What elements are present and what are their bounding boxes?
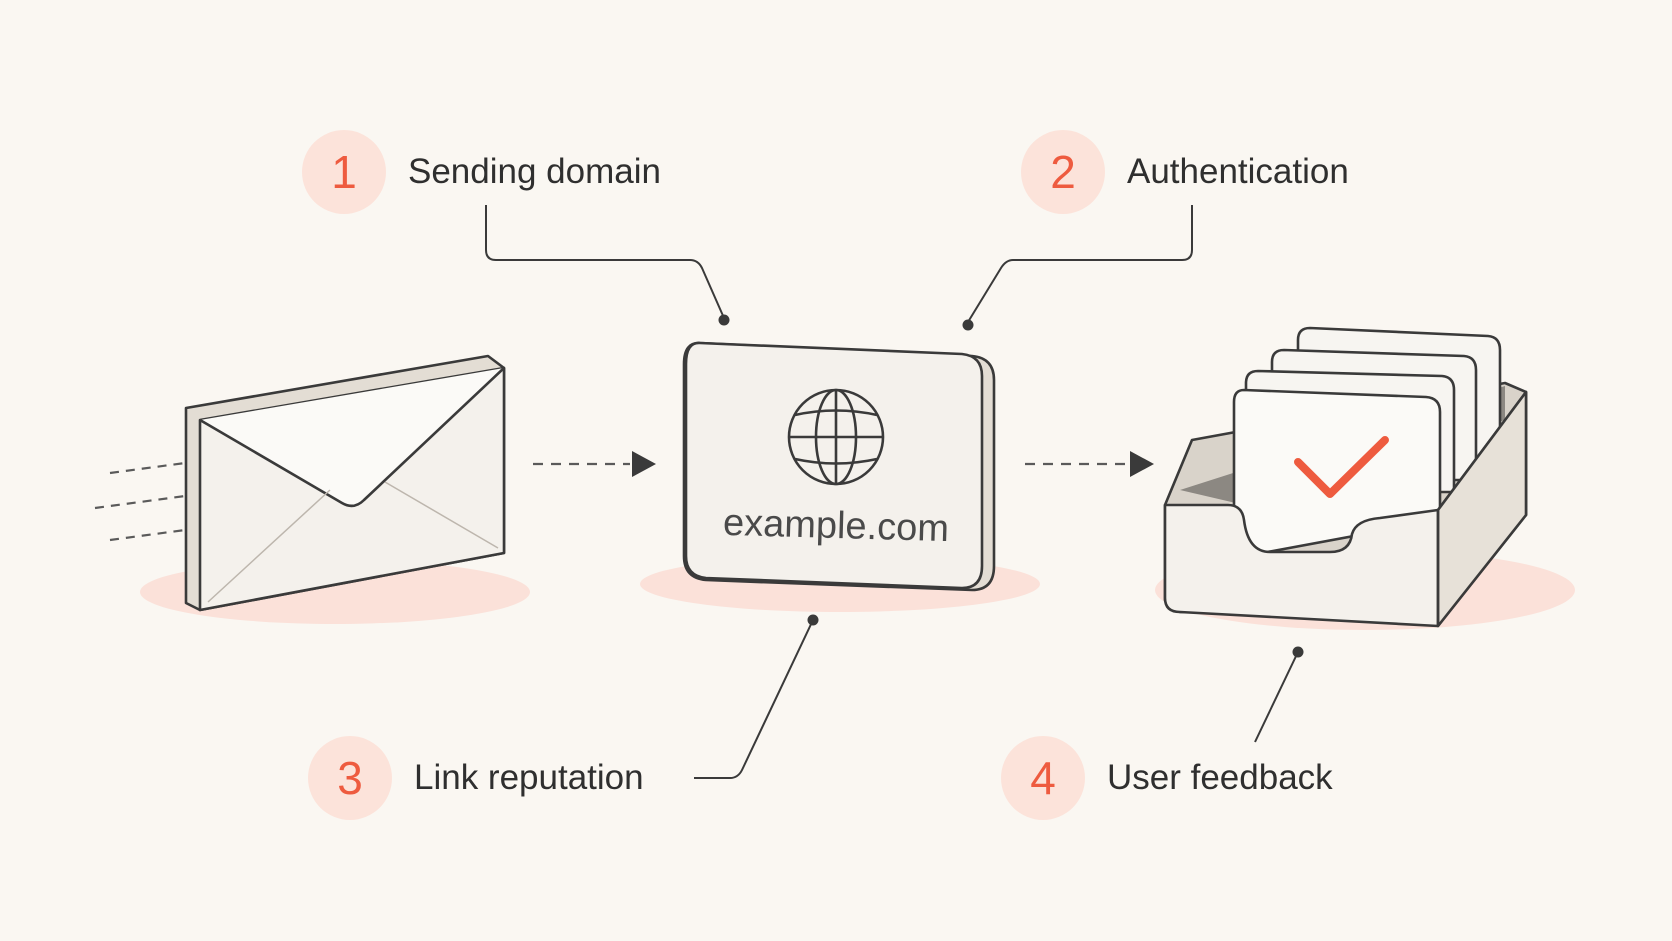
step-number-badge: 4 <box>1001 736 1085 820</box>
checkmark-icon <box>1294 436 1389 498</box>
step-authentication: 2 Authentication <box>1021 130 1349 214</box>
step-label: Link reputation <box>414 758 644 797</box>
step-number-badge: 2 <box>1021 130 1105 214</box>
step-label: User feedback <box>1107 758 1333 797</box>
envelope-icon <box>184 354 506 612</box>
motion-lines <box>94 461 186 542</box>
domain-name: example.com <box>722 501 950 551</box>
step-label: Sending domain <box>408 152 661 191</box>
step-sending-domain: 1 Sending domain <box>302 130 661 214</box>
leader-dots <box>718 314 1304 658</box>
arrow-right-icon <box>533 451 656 477</box>
step-number-badge: 1 <box>302 130 386 214</box>
globe-icon <box>787 388 885 486</box>
arrow-right-icon <box>1025 451 1154 477</box>
inbox-tray-icon <box>1163 326 1528 628</box>
step-label: Authentication <box>1127 152 1349 191</box>
step-link-reputation: 3 Link reputation <box>308 736 644 820</box>
domain-card <box>682 341 996 592</box>
leader-lines <box>485 205 1299 779</box>
step-user-feedback: 4 User feedback <box>1001 736 1333 820</box>
step-number-badge: 3 <box>308 736 392 820</box>
